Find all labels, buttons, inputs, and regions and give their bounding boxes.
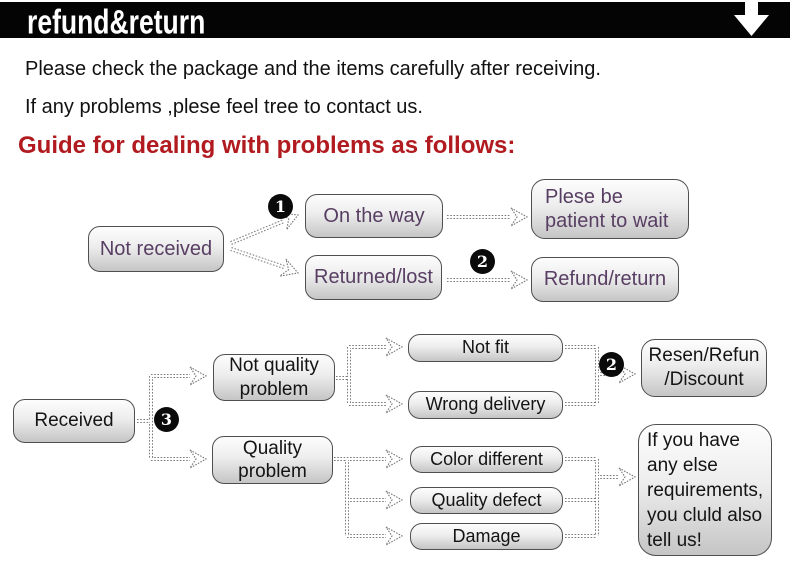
node-color-different: Color different <box>410 446 563 473</box>
guide-heading: Guide for dealing with problems as follo… <box>18 132 516 159</box>
node-resend-refund-discount: Resen/Refun /Discount <box>641 339 767 397</box>
badge-3: 3 <box>154 407 179 432</box>
page-title: refund&return <box>27 3 206 42</box>
node-please-be-patient: Plese be patient to wait <box>531 179 689 239</box>
node-quality-defect: Quality defect <box>410 487 563 514</box>
node-damage: Damage <box>410 523 563 550</box>
node-received: Received <box>13 399 135 443</box>
badge-2-first: 2 <box>470 249 495 274</box>
intro-line-2: If any problems ,plese feel tree to cont… <box>25 96 423 118</box>
node-wrong-delivery: Wrong delivery <box>408 391 563 419</box>
node-returned-lost: Returned/lost <box>305 255 442 300</box>
node-refund-return: Refund/return <box>531 257 679 302</box>
badge-1: 1 <box>268 194 293 219</box>
node-on-the-way: On the way <box>305 194 443 238</box>
badge-2-second: 2 <box>599 352 624 377</box>
node-not-fit: Not fit <box>408 334 563 362</box>
header-bar: refund&return <box>0 2 790 42</box>
node-other-requirements-note: If you have any else requirements, you c… <box>638 424 772 556</box>
down-arrow-icon <box>734 2 769 36</box>
node-not-quality-problem: Not quality problem <box>213 354 335 401</box>
node-not-received: Not received <box>88 226 224 272</box>
node-quality-problem: Quality problem <box>212 436 333 484</box>
intro-line-1: Please check the package and the items c… <box>25 58 601 80</box>
